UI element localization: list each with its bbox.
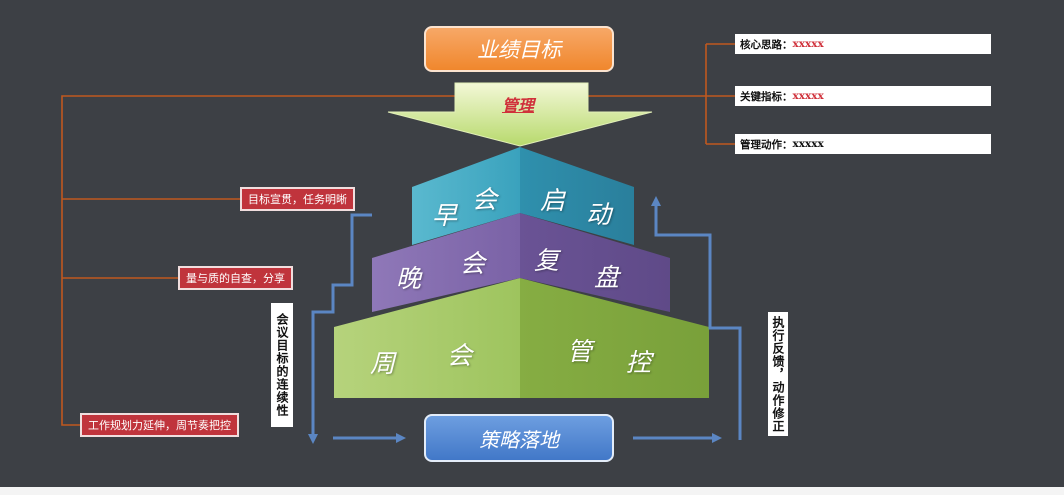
left-flow-arrow [308,213,372,444]
goal-box: 业绩目标 [424,26,614,72]
middle-tier-char-4: 盘 [594,263,620,292]
left-label-2: 量与质的自查，分享 [178,266,293,290]
connector-lines [61,43,735,426]
info-box-key-metric: 关键指标： xxxxx [735,86,991,106]
top-tier-left [412,147,520,245]
bottom-strip [0,487,1064,495]
goal-text: 业绩目标 [477,38,561,62]
left-vertical-label: 会议目标的连续性 [271,303,293,427]
info-value: xxxxx [792,138,824,150]
bottom-tier-char-2: 会 [447,341,473,370]
strategy-box: 策略落地 [424,414,614,462]
manage-arrow [387,82,653,147]
info-label: 核心思路： [740,38,793,51]
info-box-core-idea: 核心思路： xxxxx [735,34,991,54]
top-tier-char-3: 启 [540,186,566,215]
middle-tier-right [520,213,670,312]
right-vertical-label: 执行反馈，动作修正 [768,312,788,436]
info-box-management-action: 管理动作： xxxxx [735,134,991,154]
bottom-tier-right [520,278,709,398]
middle-tier-char-1: 晚 [396,264,422,293]
left-label-3: 工作规划力延伸，周节奏把控 [80,413,239,437]
bottom-tier-left [334,278,520,398]
left-bracket-line [61,95,455,426]
flow-arrows [308,196,742,444]
manage-label: 管理 [501,96,534,115]
top-tier-char-2: 会 [472,185,498,214]
strategy-text: 策略落地 [479,427,559,452]
info-value: xxxxx [792,90,824,102]
info-label: 管理动作： [740,138,793,151]
bottom-tier-char-3: 管 [567,337,593,366]
middle-tier-char-3: 复 [534,246,560,275]
right-flow-arrow [651,196,742,440]
middle-tier-left [372,213,520,312]
info-value: xxxxx [792,38,824,50]
top-tier-char-4: 动 [586,200,612,229]
left-label-1: 目标宣贯，任务明晰 [240,187,355,211]
middle-tier-char-2: 会 [460,249,486,278]
top-tier-right [520,147,634,245]
pyramid [334,147,709,398]
top-tier-char-1: 早 [432,201,458,230]
bottom-tier-char-4: 控 [626,348,652,377]
bottom-tier-char-1: 周 [370,349,396,378]
info-label: 关键指标： [740,90,793,103]
